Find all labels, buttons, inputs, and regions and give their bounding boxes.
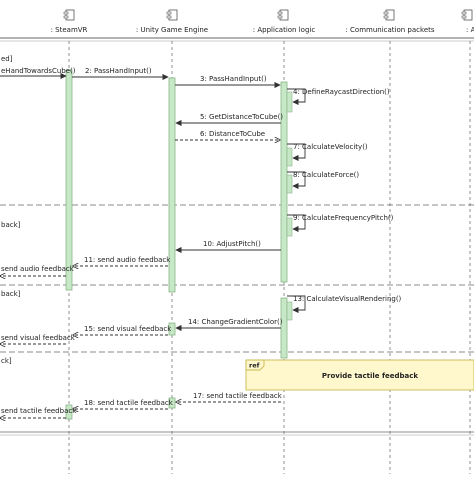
messages: 2: PassHandInput() 3: PassHandInput() 4:… [72, 67, 402, 409]
fragment-guard-label: ed] [1, 55, 13, 63]
message-6-label: 6: DistanceToCube [200, 130, 265, 138]
message-4-label: 4: DefineRaycastDirection() [293, 88, 390, 96]
participant-label: : Communication packets [345, 26, 434, 34]
ref-title: Provide tactile feedback [322, 372, 419, 380]
fragment-tactile-guard: ck] [1, 357, 12, 365]
component-icon [166, 9, 178, 21]
message-7-label: 7: CalculateVelocity() [293, 143, 368, 151]
activation-self-8 [286, 174, 293, 194]
activation-self-7 [286, 147, 293, 167]
component-icon [461, 9, 473, 21]
activation-unity-visual [168, 322, 176, 336]
ref-tag: ref [249, 362, 260, 370]
activation-bars [65, 69, 293, 420]
component-icon [383, 9, 395, 21]
message-9-arrow [287, 214, 306, 233]
activation-steamvr [65, 69, 73, 291]
message-8-label: 8: CalculateForce() [293, 171, 359, 179]
message-19-label: send tactile feedback [1, 407, 77, 415]
participant-label: : SteamVR [51, 26, 88, 34]
activation-self-4 [286, 91, 293, 113]
activation-app-logic [280, 81, 288, 283]
activation-unity [168, 77, 176, 293]
activation-steamvr-tactile [65, 404, 73, 420]
ref-tag-box [245, 359, 265, 371]
fragment-visual-guard: back] [1, 290, 21, 298]
participant-label: : Unity Game Engine [136, 26, 208, 34]
component-icon [63, 9, 75, 21]
ref-fragment: ref Provide tactile feedback [245, 359, 474, 391]
component-icon [277, 9, 289, 21]
message-10-label: 10: AdjustPitch() [203, 240, 261, 248]
message-14-label: 14: ChangeGradientColor() [188, 318, 283, 326]
fragment-separators [0, 204, 474, 436]
message-12-label: send audio feedback [1, 265, 75, 273]
message-5-label: 5: GetDistanceToCube() [200, 113, 283, 121]
activation-unity-tactile [168, 397, 176, 409]
participant-unity: : Unity Game Engine [136, 9, 208, 34]
activation-app-logic-visual [280, 297, 288, 359]
message-7-arrow [287, 143, 306, 162]
participant-steamvr: : SteamVR [51, 9, 88, 34]
header-band [0, 37, 474, 42]
participant-label: : A [466, 26, 474, 34]
message-4-arrow [287, 88, 306, 106]
message-13-label: 13: CalculateVisualRendering() [293, 295, 402, 303]
message-13-arrow [287, 295, 306, 314]
message-2-label: 2: PassHandInput() [85, 67, 152, 75]
ref-box [245, 359, 474, 391]
message-18-label: 18: send tactile feedback [84, 399, 174, 407]
message-16-label: send visual feedback [1, 334, 76, 342]
message-17-label: 17: send tactile feedback [193, 392, 283, 400]
message-3-label: 3: PassHandInput() [200, 75, 267, 83]
activation-self-9 [286, 217, 293, 237]
fragment-audio-guard: back] [1, 221, 21, 229]
message-8-arrow [287, 171, 306, 190]
message-11-label: 11: send audio feedback [84, 256, 171, 264]
participant-label: : Application logic [253, 26, 316, 34]
participant-actor5: : A [461, 9, 474, 34]
message-9-label: 9: CalculateFrequencyPitch() [293, 214, 394, 222]
message-15-label: 15: send visual feedback [84, 325, 172, 333]
activation-self-13 [286, 301, 293, 321]
participant-communication-packets: : Communication packets [345, 9, 435, 34]
message-1-label: eHandTowardsCube() [1, 67, 76, 75]
participant-app-logic: : Application logic [253, 9, 316, 34]
left-edge-labels: ed] eHandTowardsCube() back] send audio … [0, 55, 77, 418]
